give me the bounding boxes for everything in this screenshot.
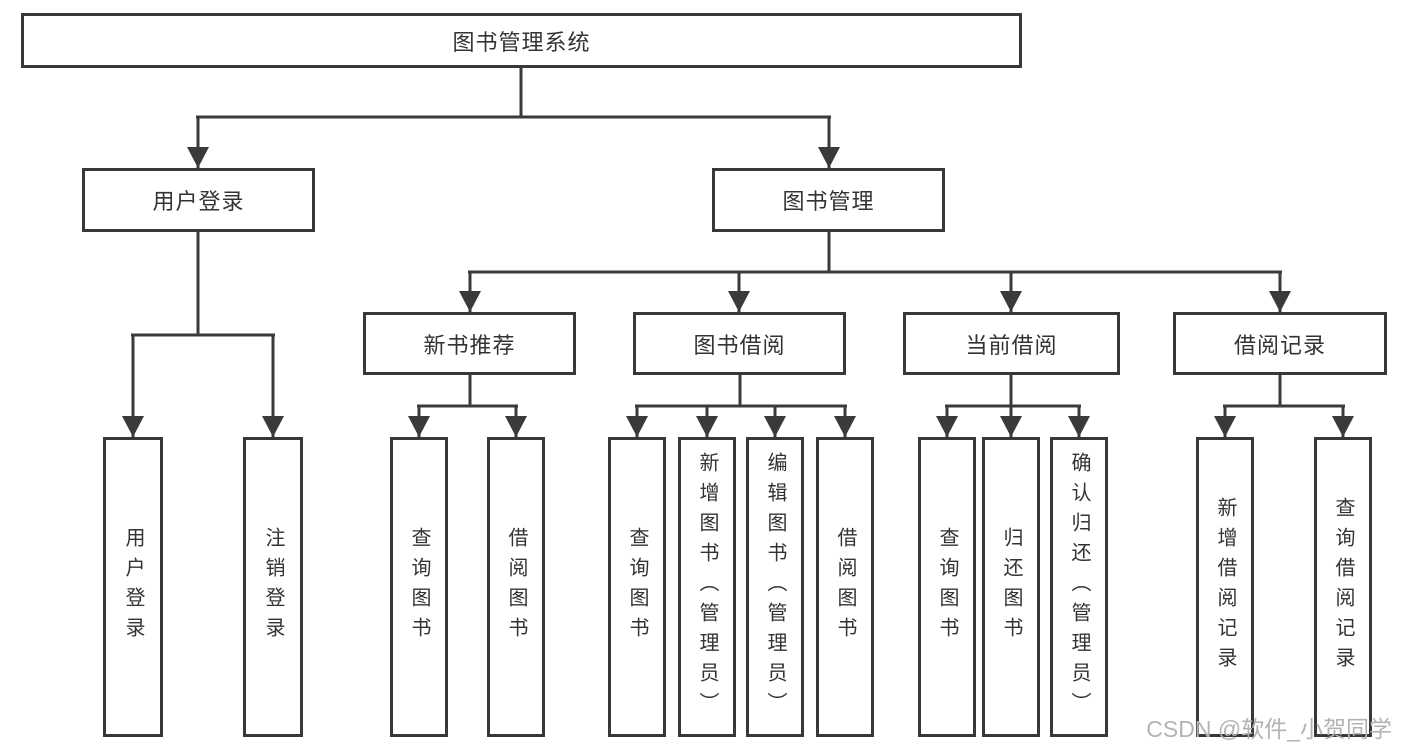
leaf-query-books-2-label: 查询图书	[626, 527, 648, 647]
node-root: 图书管理系统	[21, 13, 1022, 68]
leaf-borrow-books-1-label: 借阅图书	[505, 527, 527, 647]
leaf-query-books-1: 查询图书	[390, 437, 448, 737]
leaf-query-books-3-label: 查询图书	[936, 527, 958, 647]
leaf-query-books-3: 查询图书	[918, 437, 976, 737]
node-current-borrow: 当前借阅	[903, 312, 1120, 375]
csdn-watermark: CSDN @软件_小贺同学	[1146, 716, 1392, 742]
leaf-edit-books: 编辑图书（管理员）	[746, 437, 804, 737]
leaf-add-books: 新增图书（管理员）	[678, 437, 736, 737]
node-book-mgmt-label: 图书管理	[782, 189, 875, 214]
node-book-borrow-label: 图书借阅	[693, 332, 786, 358]
leaf-return-books-label: 归还图书	[1000, 527, 1022, 647]
leaf-borrow-books-2: 借阅图书	[816, 437, 874, 737]
leaf-user-login: 用户登录	[103, 437, 163, 737]
leaf-confirm-return-label: 确认归还（管理员）	[1068, 452, 1090, 722]
leaf-query-record: 查询借阅记录	[1314, 437, 1372, 737]
leaf-query-books-1-label: 查询图书	[408, 527, 430, 647]
leaf-query-books-2: 查询图书	[608, 437, 666, 737]
leaf-return-books: 归还图书	[982, 437, 1040, 737]
leaf-add-record: 新增借阅记录	[1196, 437, 1254, 737]
leaf-add-books-label: 新增图书（管理员）	[696, 452, 718, 722]
node-current-borrow-label: 当前借阅	[965, 332, 1058, 358]
node-borrow-records-label: 借阅记录	[1233, 332, 1326, 358]
node-book-borrow: 图书借阅	[633, 312, 846, 375]
node-new-books-label: 新书推荐	[423, 332, 516, 358]
leaf-query-record-label: 查询借阅记录	[1332, 497, 1354, 677]
leaf-edit-books-label: 编辑图书（管理员）	[764, 452, 786, 722]
node-user-login: 用户登录	[82, 168, 315, 232]
leaf-logout: 注销登录	[243, 437, 303, 737]
node-new-books: 新书推荐	[363, 312, 576, 375]
node-borrow-records: 借阅记录	[1173, 312, 1387, 375]
leaf-borrow-books-2-label: 借阅图书	[834, 527, 856, 647]
leaf-borrow-books-1: 借阅图书	[487, 437, 545, 737]
leaf-add-record-label: 新增借阅记录	[1214, 497, 1236, 677]
node-user-login-label: 用户登录	[152, 189, 245, 214]
node-book-mgmt: 图书管理	[712, 168, 945, 232]
node-root-label: 图书管理系统	[452, 29, 591, 55]
leaf-confirm-return: 确认归还（管理员）	[1050, 437, 1108, 737]
leaf-logout-label: 注销登录	[262, 527, 284, 647]
leaf-user-login-label: 用户登录	[122, 527, 144, 647]
